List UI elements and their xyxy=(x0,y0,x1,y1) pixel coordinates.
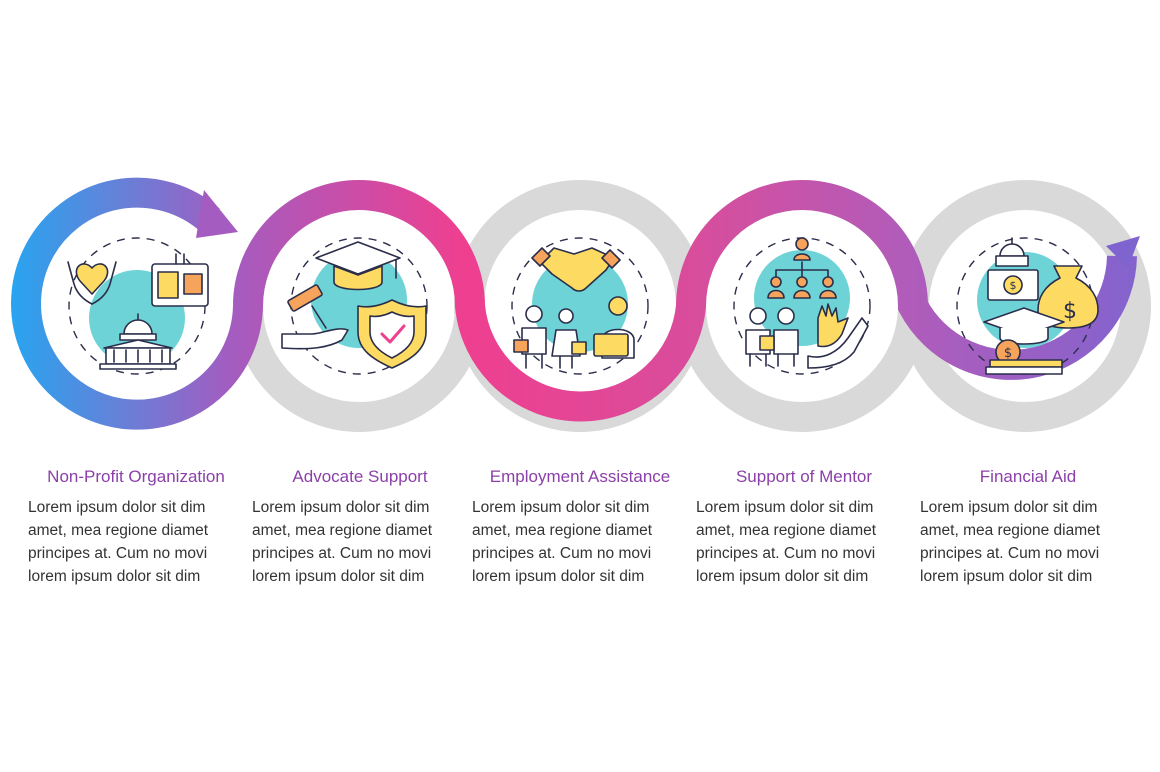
graduation-cap-icon xyxy=(315,241,401,275)
id-text xyxy=(183,273,203,295)
two-people-icon xyxy=(745,307,799,367)
gradient-ribbon xyxy=(11,177,1137,430)
handshake-cuff-right xyxy=(601,249,621,269)
svg-text:$: $ xyxy=(1004,346,1012,361)
step-caption-5: Financial Aid Lorem ipsum dolor sit dim … xyxy=(916,466,1140,588)
book-stack-icon xyxy=(985,359,1063,375)
people-with-briefcases-icon xyxy=(513,305,587,369)
step-title-4: Support of Mentor xyxy=(735,467,873,486)
mentor-icon xyxy=(745,237,869,369)
ribbon-arrow-head xyxy=(196,190,238,238)
dashed-ring-3 xyxy=(511,237,649,375)
step-title-3: Employment Assistance xyxy=(489,467,671,486)
cap-base xyxy=(333,265,383,291)
nonprofit-icon xyxy=(67,253,209,370)
capitol-small-icon xyxy=(995,237,1029,267)
hand-icon xyxy=(281,328,349,350)
id-clip xyxy=(175,253,185,265)
svg-text:$: $ xyxy=(1010,279,1017,292)
step-body-1: Lorem ipsum dolor sit dim amet, mea regi… xyxy=(28,499,209,585)
financial-aid-icon: $ $ $ xyxy=(983,237,1099,375)
heart-icon xyxy=(75,263,109,295)
id-photo xyxy=(157,271,179,299)
step-title-1: Non-Profit Organization xyxy=(47,467,225,486)
advocate-icon xyxy=(281,241,427,369)
svg-text:$: $ xyxy=(1063,299,1077,324)
step-title-2: Advocate Support xyxy=(292,467,428,486)
handshake-cuff-left xyxy=(531,247,551,267)
step-body-5: Lorem ipsum dolor sit dim amet, mea regi… xyxy=(920,499,1101,585)
employment-icon xyxy=(513,247,635,369)
money-bag-icon: $ xyxy=(1037,265,1099,329)
raised-hand-icon xyxy=(817,303,849,348)
handshake-icon xyxy=(539,247,615,292)
hands-icon xyxy=(67,261,117,305)
step-body-4: Lorem ipsum dolor sit dim amet, mea regi… xyxy=(696,499,877,585)
laptop-icon xyxy=(593,333,629,357)
helping-hand-icon xyxy=(807,317,869,369)
step-caption-2: Advocate Support Lorem ipsum dolor sit d… xyxy=(248,466,472,588)
step-body-3: Lorem ipsum dolor sit dim amet, mea regi… xyxy=(472,499,653,585)
capitol-icon xyxy=(99,313,177,370)
step-title-5: Financial Aid xyxy=(979,467,1077,486)
step-caption-3: Employment Assistance Lorem ipsum dolor … xyxy=(468,466,692,588)
check-icon xyxy=(380,324,406,344)
ribbon-arrow-tail xyxy=(1106,236,1140,268)
shield-inner xyxy=(369,311,415,359)
hierarchy-icon xyxy=(767,237,837,299)
step-body-2: Lorem ipsum dolor sit dim amet, mea regi… xyxy=(252,499,433,585)
person-laptop-icon xyxy=(593,296,635,359)
step-caption-1: Non-Profit Organization Lorem ipsum dolo… xyxy=(24,466,248,588)
gavel-icon xyxy=(287,284,327,329)
teal-blob-3 xyxy=(532,256,628,352)
step-caption-4: Support of Mentor Lorem ipsum dolor sit … xyxy=(692,466,916,588)
banknote-icon: $ xyxy=(987,269,1039,301)
